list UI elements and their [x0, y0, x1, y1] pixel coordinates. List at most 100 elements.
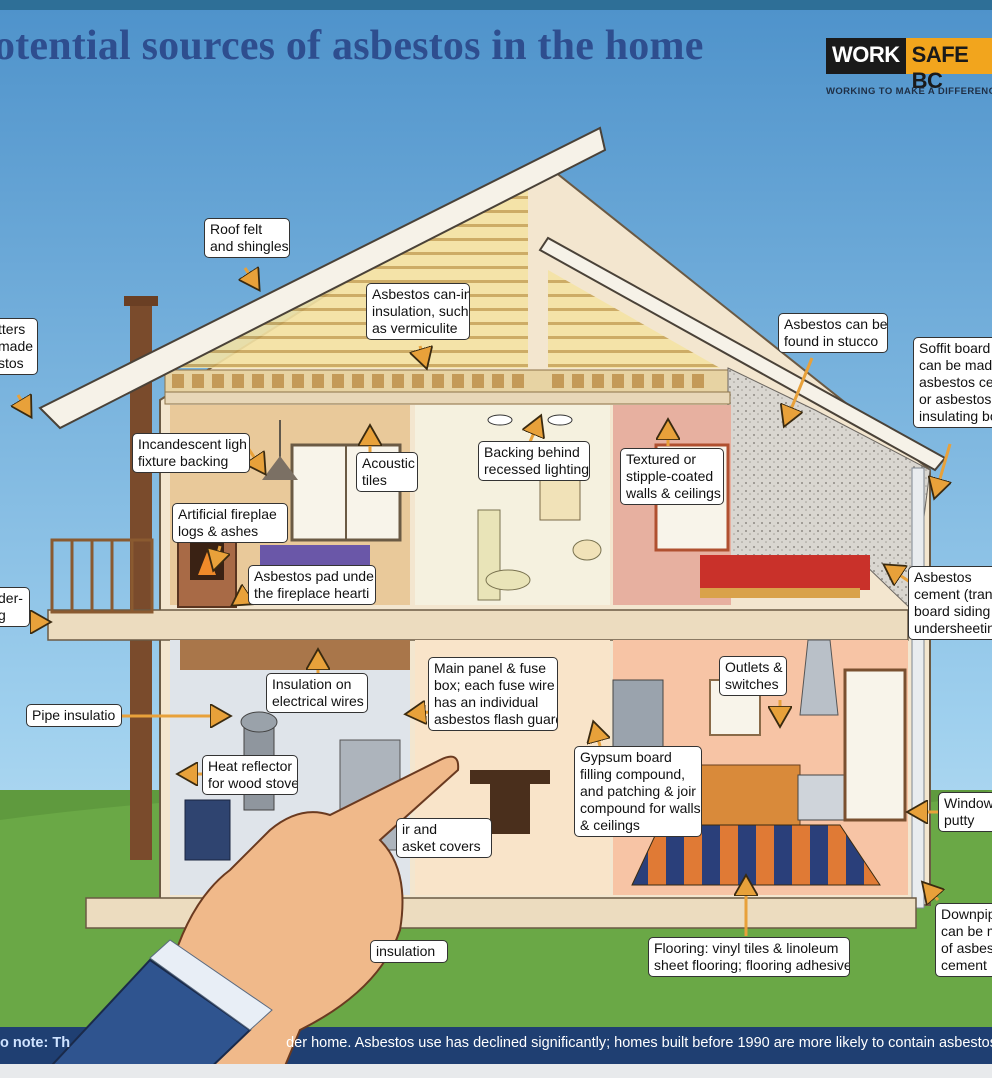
page-title: otential sources of asbestos in the home	[0, 23, 704, 69]
arrow-stucco	[785, 357, 814, 424]
callout-line: Window	[944, 795, 992, 811]
arrow-recessed	[530, 418, 540, 443]
callout-line: made	[0, 338, 34, 354]
arrow-vermiculite	[420, 346, 426, 366]
footer-note-text: der home. Asbestos use has declined sign…	[286, 1035, 992, 1051]
callout-line: Pipe insulatio	[32, 707, 116, 723]
logo-tagline: WORKING TO MAKE A DIFFERENCE	[826, 86, 992, 97]
callout-line: sheet flooring; flooring adhesive	[654, 957, 850, 973]
downpipe	[911, 467, 925, 909]
worksafebc-logo: WORK SAFE BC	[826, 38, 992, 93]
arrow-panel	[408, 712, 431, 714]
floor-slab	[47, 609, 909, 641]
footer-note: o note: Th der home. Asbestos use has dec…	[0, 1027, 992, 1059]
arrow-soffit	[935, 443, 950, 496]
logo-safe: SAFE BC	[905, 38, 992, 93]
arrow-gypsum	[594, 724, 600, 747]
top-border	[0, 0, 992, 10]
callout-insulation: insulation	[370, 940, 448, 963]
callout-line: as vermiculite	[372, 320, 458, 336]
callout-line: board siding	[914, 603, 991, 619]
roof-left	[38, 126, 607, 430]
callout-line: & ceilings	[580, 817, 640, 833]
callout-line: g	[0, 607, 24, 624]
callout-line: Acoustic	[362, 455, 415, 471]
callout-line: of asbes	[941, 940, 992, 956]
callout-line: found in stucco	[784, 333, 879, 349]
callout-line: Asbestos can-in	[372, 286, 470, 302]
arrow-logs	[214, 545, 220, 568]
arrow-light	[248, 447, 264, 472]
callout-line: Outlets &	[725, 659, 783, 675]
callout-line: Asbestos pad unde	[254, 568, 374, 584]
callout-line: logs & ashes	[178, 523, 259, 539]
callout-line: Insulation on	[272, 676, 352, 692]
callout-line: and patching & joir	[580, 783, 696, 799]
callout-line: Textured or	[626, 451, 697, 467]
balcony	[50, 538, 154, 614]
callout-line: Heat reflector	[208, 758, 293, 774]
callout-line: filling compound,	[580, 766, 686, 782]
callout-line: ir and	[402, 821, 438, 837]
callout-line: tters	[0, 321, 26, 337]
callout-line: fixture backing	[138, 453, 229, 469]
callout-line: insulating bo	[919, 408, 992, 424]
callout-line: der-	[0, 590, 23, 606]
callout-line: electrical wires	[272, 693, 364, 709]
callout-line: has an individual	[434, 694, 539, 710]
callout-line: asbestos ce	[919, 374, 992, 390]
callout-deck: der-g	[0, 587, 30, 627]
arrow-siding	[886, 566, 911, 582]
callout-line: asbestos flash guard	[434, 711, 558, 727]
callout-line: Gypsum board	[580, 749, 672, 765]
callout-line: recessed lighting	[484, 461, 590, 477]
callout-line: and shingles	[210, 238, 289, 254]
logo-work: WORK	[826, 38, 906, 74]
callout-line: insulation, such	[372, 303, 469, 319]
callout-line: Artificial fireplae	[178, 506, 277, 522]
callout-line: Incandescent ligh	[138, 436, 247, 452]
callout-line: or asbestos	[919, 391, 992, 407]
callout-line: walls & ceilings	[626, 485, 721, 501]
callout-line: putty	[944, 812, 975, 828]
callout-line: box; each fuse wire	[434, 677, 555, 693]
callout-line: Downpip	[941, 906, 992, 922]
callout-line: stipple-coated	[626, 468, 714, 484]
callout-line: the fireplace hearti	[254, 585, 370, 601]
callout-line: Asbestos	[914, 569, 972, 585]
callout-line: Backing behind	[484, 444, 580, 460]
footer-note-label: o note: Th	[0, 1035, 71, 1051]
callout-line: switches	[725, 676, 779, 692]
callout-outlets: Outlets &switches	[719, 656, 787, 696]
bottom-border	[0, 1064, 992, 1078]
callout-line: can be m	[941, 923, 992, 939]
arrow-downpipe	[924, 884, 938, 900]
callout-line: for wood stove	[208, 775, 298, 791]
callout-line: cement	[941, 957, 987, 973]
callout-pipe: Pipe insulatio	[26, 704, 122, 727]
callout-line: compound for walls	[580, 800, 701, 816]
callout-line: asket covers	[402, 838, 481, 854]
callout-line: tiles	[362, 472, 387, 488]
arrow-gutters	[18, 395, 30, 415]
arrow-roof-felt	[245, 268, 258, 288]
callout-line: insulation	[376, 943, 436, 959]
